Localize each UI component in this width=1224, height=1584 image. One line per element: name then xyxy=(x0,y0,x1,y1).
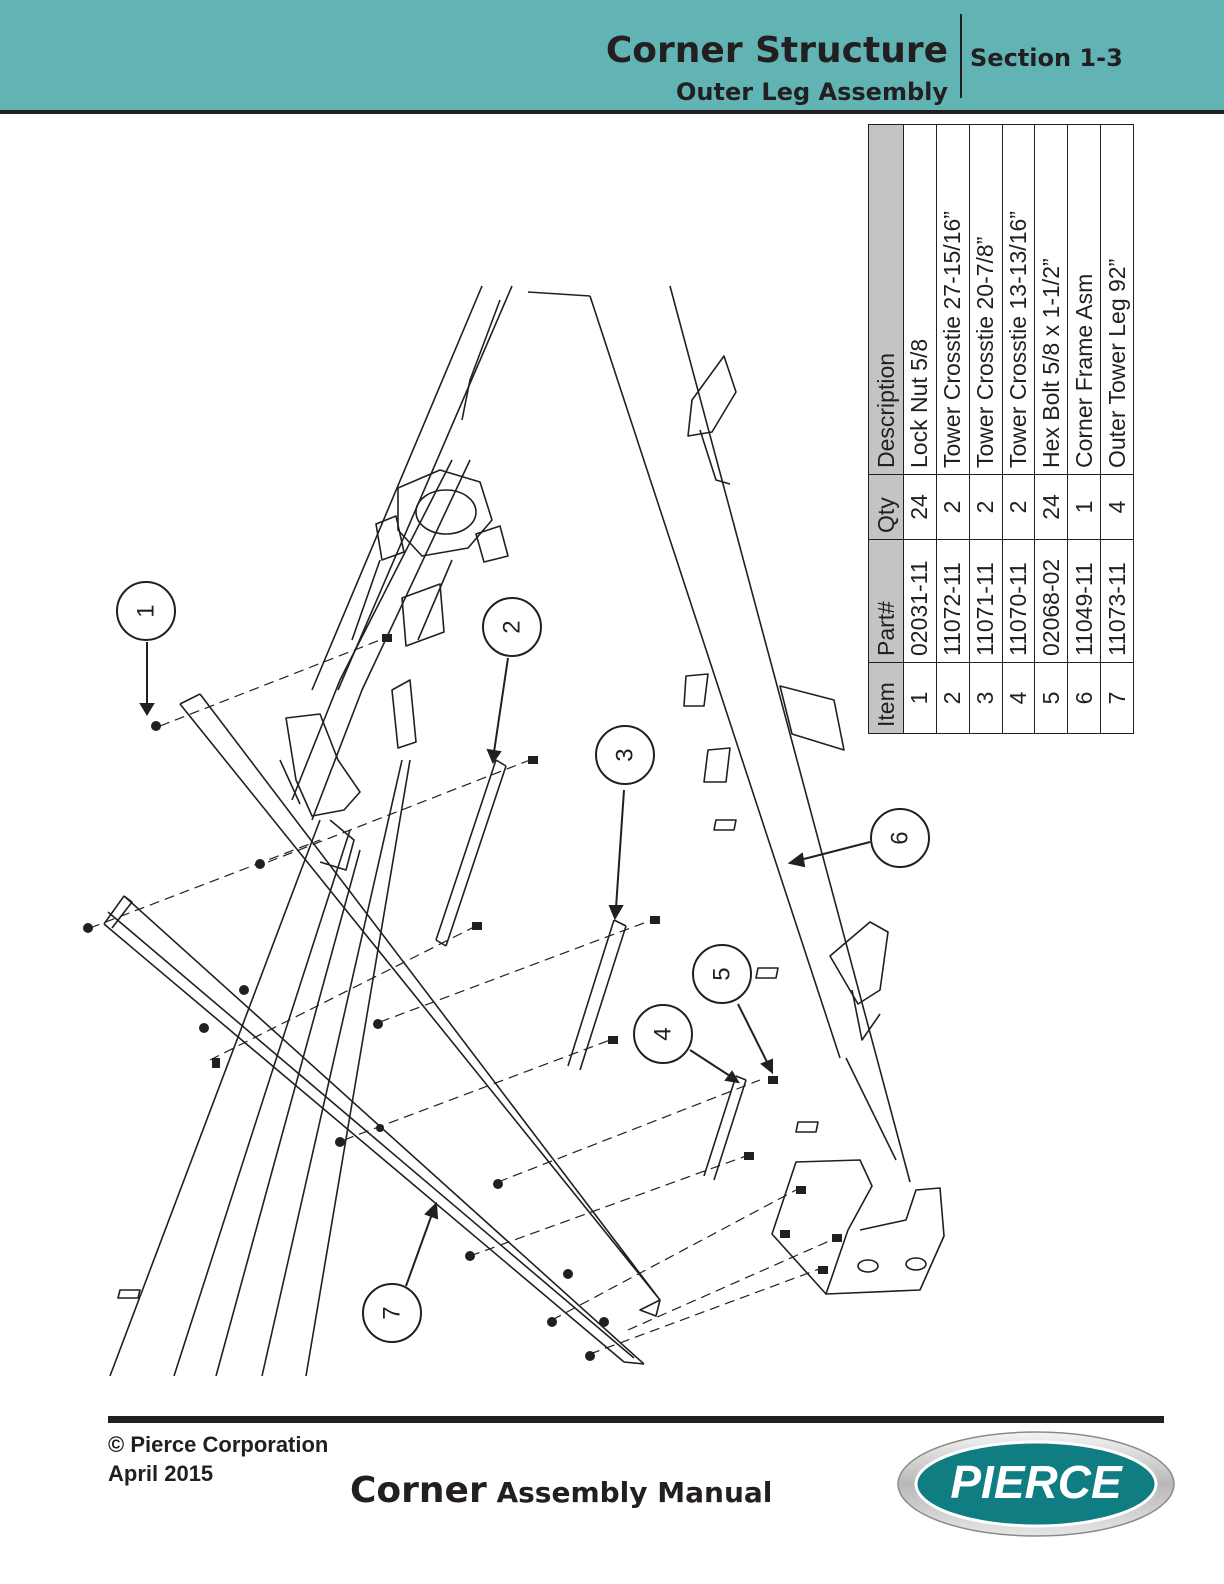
manual-title: Corner Assembly Manual xyxy=(350,1470,772,1511)
table-row: 1 02031-11 24 Lock Nut 5/8 xyxy=(903,124,937,734)
part-cell: 11049-11 xyxy=(1067,539,1101,663)
parts-list: Item Part# Qty Description 1 02031-11 24… xyxy=(868,124,1134,734)
page-title: Corner Structure xyxy=(605,30,948,71)
part-cell: 11071-11 xyxy=(969,539,1003,663)
table-row: 7 11073-11 4 Outer Tower Leg 92” xyxy=(1100,124,1134,734)
header-description: Description xyxy=(868,124,904,475)
header-qty: Qty xyxy=(868,474,904,540)
parts-table: Item Part# Qty Description 1 02031-11 24… xyxy=(868,124,1134,734)
table-row: 4 11070-11 2 Tower Crosstie 13-13/16” xyxy=(1002,124,1035,734)
lower-tower-legs xyxy=(109,759,411,1377)
bottom-mount-bracket xyxy=(771,1159,945,1295)
outer-tower-leg xyxy=(103,895,645,1365)
item-cell: 6 xyxy=(1067,662,1101,734)
item-cell: 3 xyxy=(969,662,1003,734)
upper-tower-leg xyxy=(291,285,591,821)
part-cell: 02068-02 xyxy=(1034,539,1068,663)
qty-cell: 1 xyxy=(1067,474,1101,540)
qty-cell: 2 xyxy=(969,474,1003,540)
header-item: Item xyxy=(868,662,904,734)
upper-brackets xyxy=(279,583,445,871)
page-subtitle: Outer Leg Assembly xyxy=(675,78,948,106)
exploded-assembly-drawing: 1 2 3 4 5 6 7 xyxy=(83,285,945,1377)
qty-cell: 2 xyxy=(936,474,970,540)
long-crosstie xyxy=(179,693,661,1317)
qty-cell: 24 xyxy=(1034,474,1068,540)
callout-6-label: 6 xyxy=(887,831,914,844)
copyright-text: © Pierce Corporation xyxy=(108,1432,329,1457)
assembly-guide-lines xyxy=(89,639,837,1355)
callout-7-label: 7 xyxy=(379,1306,406,1319)
item-cell: 4 xyxy=(1002,662,1035,734)
callout-3: 3 xyxy=(595,725,655,785)
callout-4: 4 xyxy=(633,1004,693,1064)
section-label: Section 1-3 xyxy=(970,44,1123,72)
publish-date: April 2015 xyxy=(108,1461,214,1486)
crosstie-item-2 xyxy=(435,759,507,947)
fasteners xyxy=(83,634,842,1361)
description-cell: Tower Crosstie 13-13/16” xyxy=(1002,124,1035,475)
description-cell: Lock Nut 5/8 xyxy=(903,124,937,475)
description-cell: Tower Crosstie 20-7/8” xyxy=(969,124,1003,475)
manual-title-rest: Assembly Manual xyxy=(496,1476,773,1509)
footer-info: © Pierce Corporation April 2015 xyxy=(108,1430,328,1488)
qty-cell: 4 xyxy=(1100,474,1134,540)
callout-arrows xyxy=(139,642,871,1287)
callout-6: 6 xyxy=(870,808,930,868)
item-cell: 5 xyxy=(1034,662,1068,734)
callout-1: 1 xyxy=(116,581,176,641)
item-cell: 7 xyxy=(1100,662,1134,734)
callout-3-label: 3 xyxy=(612,748,639,761)
callout-2: 2 xyxy=(482,597,542,657)
crosstie-item-4 xyxy=(703,1075,747,1181)
description-cell: Outer Tower Leg 92” xyxy=(1100,124,1134,475)
callout-1-label: 1 xyxy=(133,604,160,617)
callout-balloons: 1 2 3 4 5 6 7 xyxy=(116,581,930,1343)
table-row: 2 11072-11 2 Tower Crosstie 27-15/16” xyxy=(936,124,970,734)
logo-text: PIERCE xyxy=(950,1456,1123,1508)
item-cell: 1 xyxy=(903,662,937,734)
callout-4-label: 4 xyxy=(650,1027,677,1040)
table-row: 6 11049-11 1 Corner Frame Asm xyxy=(1067,124,1101,734)
table-row: 3 11071-11 2 Tower Crosstie 20-7/8” xyxy=(969,124,1003,734)
description-cell: Corner Frame Asm xyxy=(1067,124,1101,475)
description-cell: Hex Bolt 5/8 x 1-1/2” xyxy=(1034,124,1068,475)
header-divider xyxy=(960,14,962,98)
callout-5-label: 5 xyxy=(709,967,736,980)
header-part-number: Part# xyxy=(868,539,904,663)
qty-cell: 24 xyxy=(903,474,937,540)
part-cell: 02031-11 xyxy=(903,539,937,663)
callout-7: 7 xyxy=(362,1283,422,1343)
page-header: Corner Structure Outer Leg Assembly Sect… xyxy=(0,0,1224,114)
parts-table-header-row: Item Part# Qty Description xyxy=(868,124,904,734)
qty-cell: 2 xyxy=(1002,474,1035,540)
item-cell: 2 xyxy=(936,662,970,734)
crosstie-item-3 xyxy=(567,919,627,1071)
callout-2-label: 2 xyxy=(499,620,526,633)
part-cell: 11070-11 xyxy=(1002,539,1035,663)
part-cell: 11072-11 xyxy=(936,539,970,663)
footer-rule xyxy=(108,1416,1164,1423)
part-cell: 11073-11 xyxy=(1100,539,1134,663)
pierce-logo: PIERCE xyxy=(897,1431,1175,1537)
description-cell: Tower Crosstie 27-15/16” xyxy=(936,124,970,475)
table-row: 5 02068-02 24 Hex Bolt 5/8 x 1-1/2” xyxy=(1034,124,1068,734)
callout-5: 5 xyxy=(692,944,752,1004)
corner-frame xyxy=(117,285,911,1299)
manual-title-word: Corner xyxy=(350,1470,487,1511)
flange-fitting xyxy=(351,469,509,641)
